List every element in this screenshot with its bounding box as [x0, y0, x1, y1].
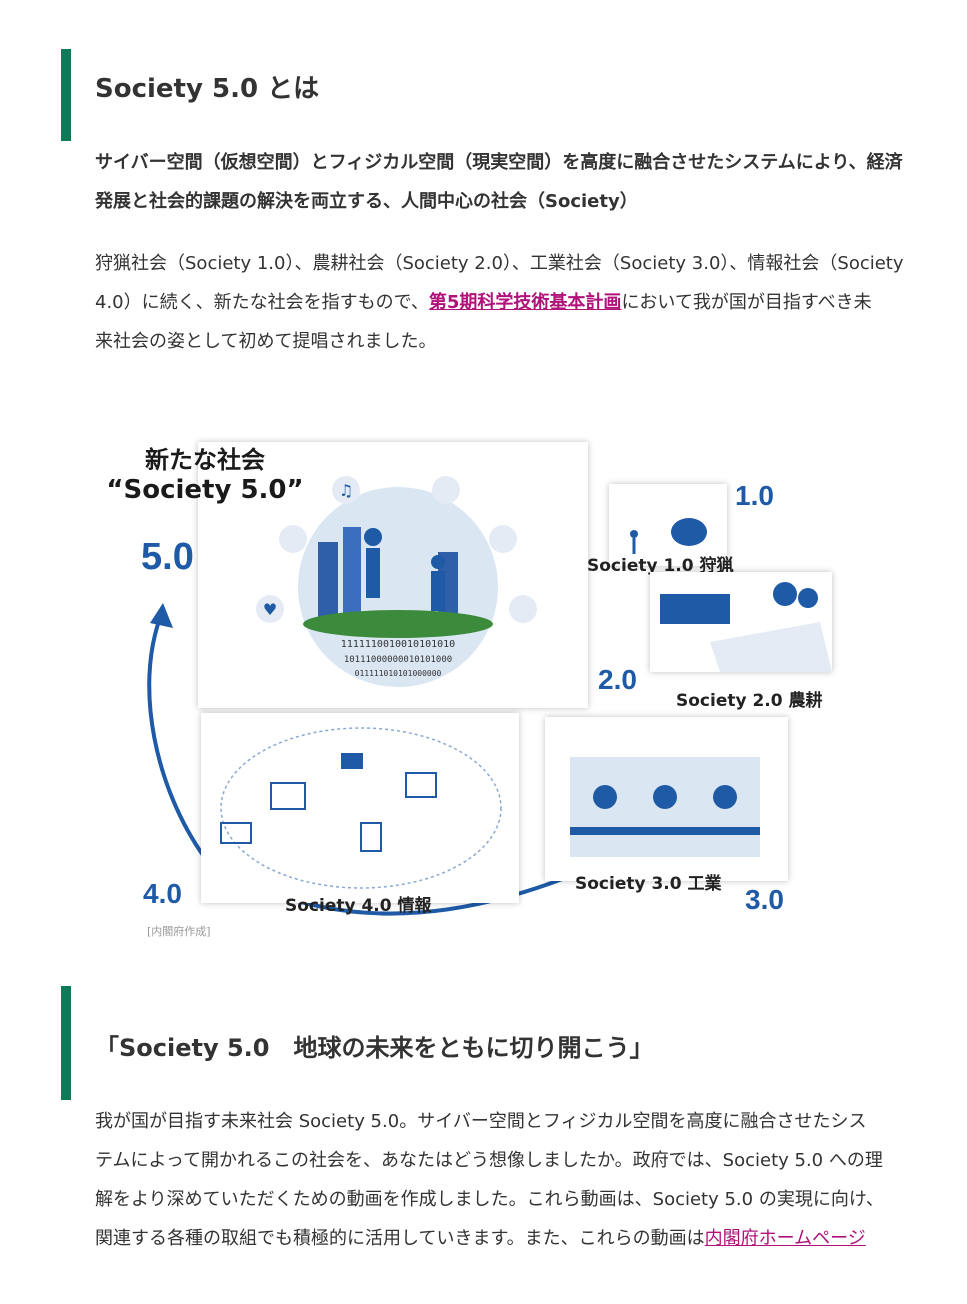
paragraph-line: 我が国が目指す未来社会 Society 5.0。サイバー空間とフィジカル空間を高… — [95, 1111, 867, 1132]
stage-label-2: Society 2.0 農耕 — [676, 691, 823, 711]
smart-city-illustration: ♫ ♥ 1111110010010101010 1011100000001010… — [256, 476, 537, 687]
panel-society-1 — [609, 484, 727, 566]
panel-society-3 — [545, 717, 788, 881]
panel-society-2 — [650, 572, 832, 672]
stage-number-2: 2.0 — [598, 664, 637, 695]
figure-title-line: 新たな社会 — [145, 446, 265, 474]
stage-label-3: Society 3.0 工業 — [575, 874, 722, 894]
stage-number-1: 1.0 — [735, 480, 774, 511]
paragraph-text: 4.0）に続く、新たな社会を指すもので、 — [95, 292, 429, 313]
section-title: Society 5.0 とは — [95, 74, 320, 104]
binary-text: 1111110010010101010 — [341, 639, 455, 650]
paragraph-line: 関連する各種の取組でも積極的に活用していきます。また、これらの動画は内閣府ホーム… — [95, 1219, 905, 1258]
cabinet-office-homepage-link[interactable]: 内閣府ホームページ — [704, 1228, 866, 1249]
binary-text: 011111010101000000 — [355, 669, 442, 678]
panel-society-5: ♫ ♥ 1111110010010101010 1011100000001010… — [198, 442, 588, 708]
panel-society-4 — [201, 713, 519, 903]
paragraph-text: 関連する各種の取組でも積極的に活用していきます。また、これらの動画は — [95, 1228, 705, 1249]
stage-number-3: 3.0 — [745, 884, 784, 915]
intro-paragraph: 狩猟社会（Society 1.0）、農耕社会（Society 2.0）、工業社会… — [95, 244, 905, 361]
paragraph-line: 4.0）に続く、新たな社会を指すもので、第5期科学技術基本計画において我が国が目… — [95, 283, 905, 322]
figure-title-line: “Society 5.0” — [106, 475, 304, 505]
svg-text:♥: ♥ — [263, 600, 277, 619]
stage-number-5: 5.0 — [141, 536, 194, 578]
section-accent-bar — [61, 986, 71, 1100]
video-paragraph: 我が国が目指す未来社会 Society 5.0。サイバー空間とフィジカル空間を高… — [95, 1102, 905, 1258]
section-title: 「Society 5.0 地球の未来をともに切り開こう」 — [95, 1034, 654, 1062]
paragraph-line: 解をより深めていただくための動画を作成しました。これら動画は、Society 5… — [95, 1189, 884, 1210]
figure-caption: [内閣府作成] — [147, 925, 211, 938]
paragraph-line: テムによって開かれるこの社会を、あなたはどう想像しましたか。政府では、Socie… — [95, 1150, 883, 1171]
information-illustration — [220, 727, 502, 889]
hunting-illustration — [630, 518, 707, 554]
science-plan-link[interactable]: 第5期科学技術基本計画 — [428, 292, 622, 313]
paragraph-line: 狩猟社会（Society 1.0）、農耕社会（Society 2.0）、工業社会… — [95, 253, 904, 274]
binary-text: 10111000000010101000 — [344, 655, 452, 665]
industry-illustration — [570, 757, 760, 857]
section-accent-bar — [61, 49, 71, 141]
svg-text:♫: ♫ — [339, 481, 353, 500]
stage-label-4: Society 4.0 情報 — [285, 896, 432, 916]
farming-illustration — [660, 582, 832, 672]
society-5-diagram: ♫ ♥ 1111110010010101010 1011100000001010… — [95, 428, 875, 948]
stage-label-1: Society 1.0 狩猟 — [587, 556, 734, 576]
paragraph-text: において我が国が目指すべき未 — [621, 292, 872, 313]
definition-line: サイバー空間（仮想空間）とフィジカル空間（現実空間）を高度に融合させたシステムに… — [95, 152, 903, 173]
definition-text: サイバー空間（仮想空間）とフィジカル空間（現実空間）を高度に融合させたシステムに… — [95, 143, 905, 221]
definition-line: 発展と社会的課題の解決を両立する、人間中心の社会（Society） — [95, 191, 638, 212]
paragraph-line: 来社会の姿として初めて提唱されました。 — [95, 331, 437, 352]
figure-title: 新たな社会 “Society 5.0” — [105, 440, 305, 505]
stage-number-4: 4.0 — [143, 878, 182, 909]
